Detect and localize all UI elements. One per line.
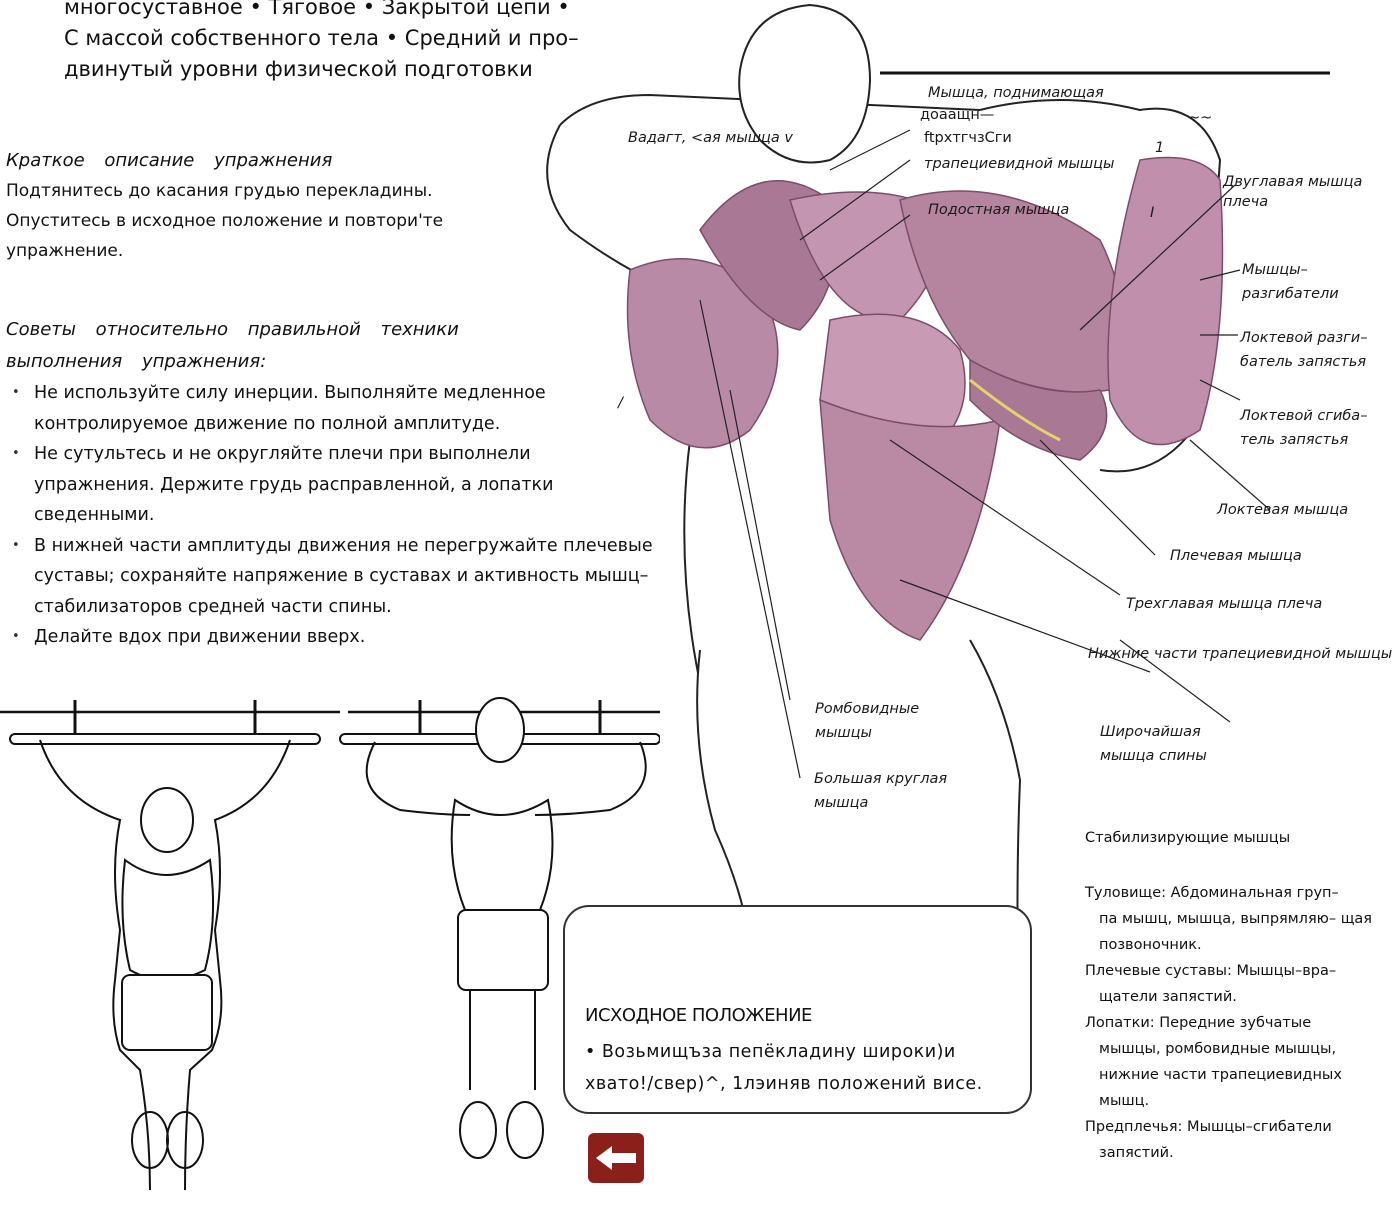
stabilizer-item: Лопатки: Передние зубчатые мышцы, ромбов…	[1085, 1010, 1385, 1114]
label-teres-major: Большая круглая мышца	[814, 767, 979, 815]
stabilizer-item: Предплечья: Мышцы–сгибатели запястий.	[1085, 1114, 1385, 1166]
stabilizer-rest: па мышц, мышца, выпрямляю– щая позвоночн…	[1085, 906, 1385, 958]
label-infraspinatus: Подостная мышца	[928, 202, 1069, 218]
tips-heading: Советы относительно правильной техники в…	[6, 314, 459, 378]
label-raising-muscle: Мышца, поднимающая	[928, 85, 1104, 101]
stabilizer-rest: запястий.	[1085, 1140, 1385, 1166]
pullup-figures	[0, 690, 660, 1220]
forearm-muscles	[1108, 158, 1223, 445]
description-text: Подтянитесь до касания грудью перекладин…	[6, 176, 526, 266]
label-ulnar-extensor: Локтевой разги– батель запястья	[1240, 326, 1395, 374]
label-anconeus: Локтевая мышца	[1217, 502, 1348, 518]
label-rhomboids: Ромбовидные мышцы	[815, 697, 945, 745]
label-trapezius: трапециевидной мышцы	[924, 156, 1115, 172]
label-triceps: Трехглавая мышца плеча	[1126, 596, 1322, 612]
label-mark: 1	[1155, 140, 1164, 156]
stabilizer-item: Плечевые суставы: Мышцы–вра– щатели запя…	[1085, 958, 1385, 1010]
start-position-line: хвато!/свер)^, 1лэиняв положений висе.	[585, 1068, 983, 1100]
label-ulnar-flexor: Локтевой сгиба– тель запястья	[1240, 404, 1385, 452]
label-garbled-upper: ftpxтгчзСги	[924, 130, 1012, 146]
back-arrow-button[interactable]	[588, 1133, 644, 1183]
label-biceps: Двуглавая мышца плеча	[1223, 172, 1398, 212]
stabilizers-list: Туловище: Абдоминальная груп– па мышц, м…	[1085, 880, 1385, 1166]
description-heading: Краткое описание упражнения	[6, 150, 332, 171]
start-position-heading: ИСХОДНОЕ ПОЛОЖЕНИЕ	[585, 1005, 812, 1026]
stabilizer-lead: Плечевые суставы: Мышцы–вра–	[1085, 963, 1336, 979]
tips-heading-line: Советы относительно правильной техники	[6, 314, 459, 346]
label-extensors: Мышцы– разгибатели	[1242, 258, 1352, 306]
start-position-text: • Возьмищъза пепёкладину широки)и хвато!…	[585, 1036, 983, 1100]
label-garbled-scapula: доаащн—	[920, 107, 994, 123]
latissimus-muscle	[820, 400, 1000, 640]
label-vadagt: Вадагт, <ая мышца v	[628, 130, 793, 146]
figure-hanging	[10, 734, 320, 1190]
label-mark: I	[1150, 205, 1154, 221]
stabilizer-lead: Предплечья: Мышцы–сгибатели	[1085, 1119, 1332, 1135]
arrow-left-icon	[594, 1143, 638, 1173]
stabilizer-lead: Туловище: Абдоминальная груп–	[1085, 885, 1339, 901]
stabilizer-lead: Лопатки: Передние зубчатые	[1085, 1015, 1311, 1031]
stabilizers-heading: Стабилизирующие мышцы	[1085, 825, 1385, 851]
stabilizer-item: Туловище: Абдоминальная груп– па мышц, м…	[1085, 880, 1385, 958]
label-mark: /	[618, 395, 623, 411]
stabilizer-rest: щатели запястий.	[1085, 984, 1385, 1010]
label-lower-trapezius: Нижние части трапециевидной мышцы	[1088, 642, 1393, 666]
start-position-line: • Возьмищъза пепёкладину широки)и	[585, 1036, 983, 1068]
label-latissimus: Широчайшая мышца спины	[1100, 720, 1240, 768]
tips-heading-line: выполнения упражнения:	[6, 346, 459, 378]
stabilizer-rest: мышцы, ромбовидные мышцы, нижние части т…	[1085, 1036, 1385, 1114]
label-brachialis: Плечевая мышца	[1170, 548, 1302, 564]
label-mark: ~~	[1188, 110, 1212, 126]
